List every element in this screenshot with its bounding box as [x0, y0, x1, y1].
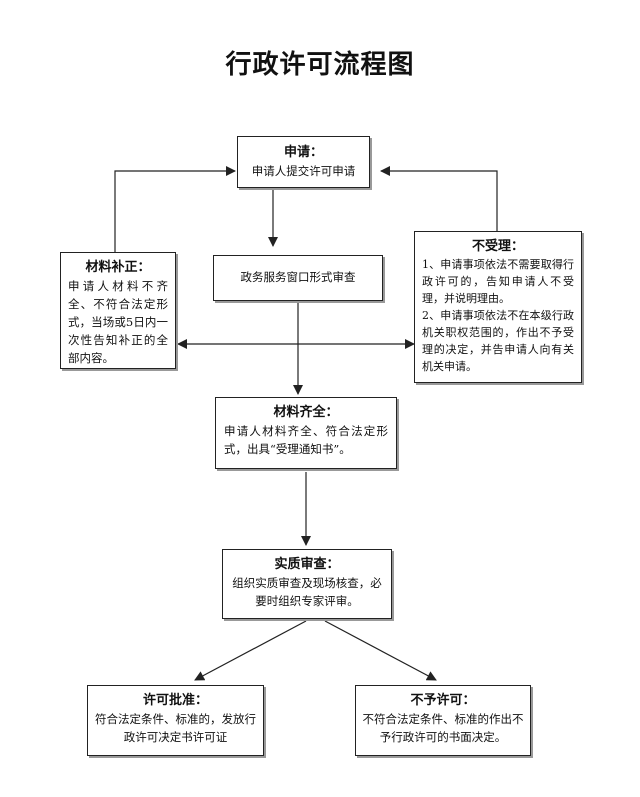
deny-text: 不符合法定条件、标准的作出不予行政许可的书面决定。: [362, 712, 524, 744]
reject-item: 1、申请事项依法不需要取得行政许可的，告知申请人不受理，并说明理由。: [422, 258, 574, 305]
arrow-reject-to-apply: [380, 166, 498, 231]
reject-box: 不受理： 1、申请事项依法不需要取得行政许可的，告知申请人不受理，并说明理由。 …: [414, 231, 582, 383]
approve-heading: 许可批准：: [142, 693, 208, 708]
apply-heading: 申请：: [283, 145, 323, 160]
complete-box: 材料齐全： 申请人材料齐全、符合法定形式，出具“受理通知书”。: [215, 397, 397, 469]
arrow-supplement-to-apply: [114, 166, 236, 252]
deny-box: 不予许可： 不符合法定条件、标准的作出不予行政许可的书面决定。: [355, 685, 531, 756]
substantive-heading: 实质审查：: [274, 557, 340, 572]
supplement-box: 材料补正： 申请人材料不齐全、不符合法定形式，当场或5日内一次性告知补正的全部内…: [60, 252, 176, 369]
arrow-substantive-to-approve: [194, 620, 307, 681]
apply-box: 申请： 申请人提交许可申请: [237, 136, 370, 188]
window-review-text: 政务服务窗口形式审查: [240, 270, 356, 284]
deny-heading: 不予许可：: [410, 693, 476, 708]
supplement-heading: 材料补正：: [85, 260, 151, 275]
supplement-text: 申请人材料不齐全、不符合法定形式，当场或5日内一次性告知补正的全部内容。: [68, 279, 168, 365]
apply-text: 申请人提交许可申请: [251, 164, 356, 178]
substantive-box: 实质审查： 组织实质审查及现场核查，必要时组织专家评审。: [222, 549, 392, 619]
arrow-substantive-to-deny: [324, 620, 437, 681]
complete-heading: 材料齐全：: [273, 405, 339, 420]
window-review-box: 政务服务窗口形式审查: [213, 255, 383, 301]
page-title: 行政许可流程图: [225, 50, 415, 80]
substantive-text: 组织实质审查及现场核查，必要时组织专家评审。: [232, 576, 382, 608]
approve-text: 符合法定条件、标准的，发放行政许可决定书许可证: [95, 712, 256, 744]
complete-text: 申请人材料齐全、符合法定形式，出具“受理通知书”。: [224, 424, 388, 456]
reject-heading: 不受理：: [471, 239, 524, 254]
reject-item: 2、申请事项依法不在本级行政机关职权范围的，作出不予受理的决定，并告申请人向有关…: [422, 309, 574, 373]
approve-box: 许可批准： 符合法定条件、标准的，发放行政许可决定书许可证: [87, 685, 264, 756]
